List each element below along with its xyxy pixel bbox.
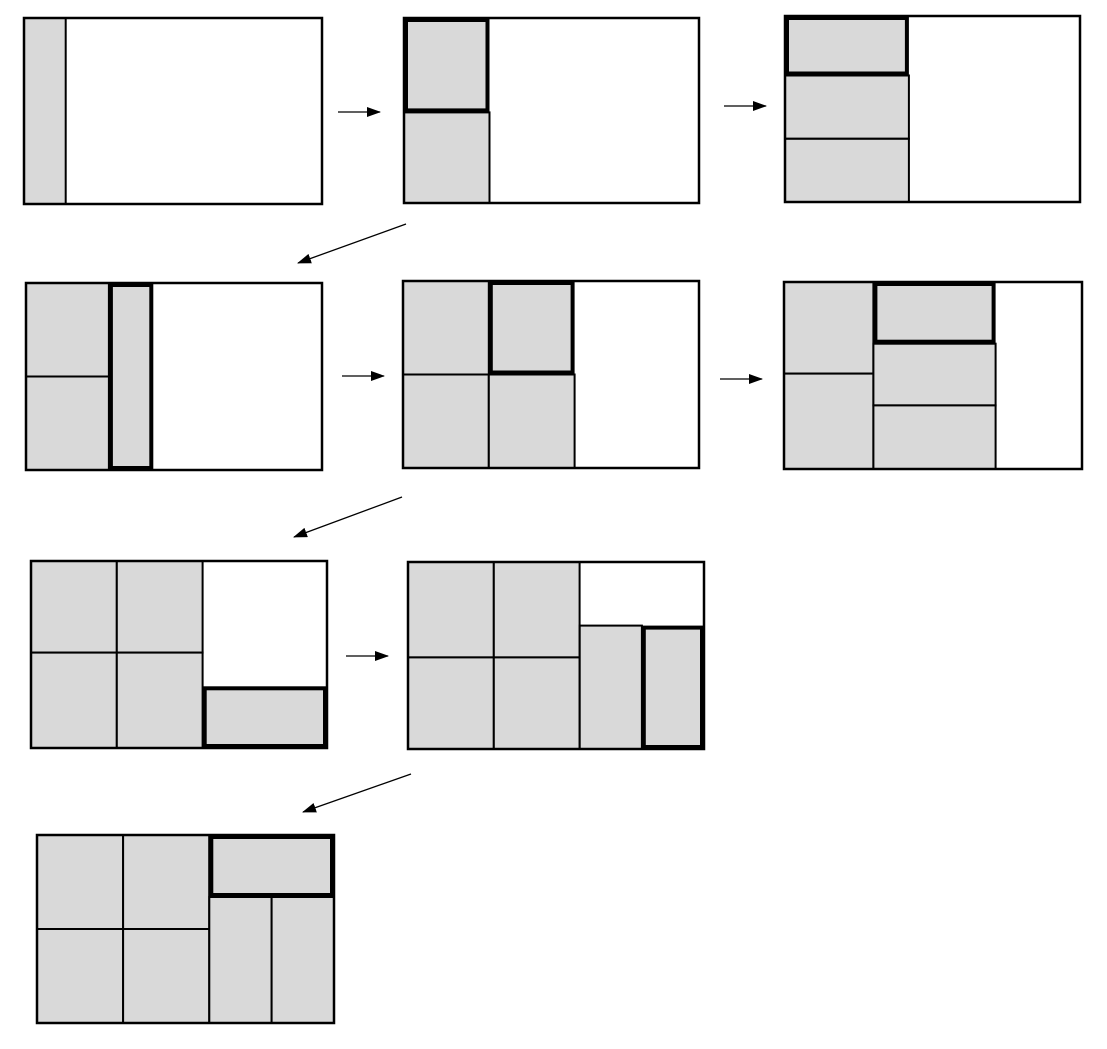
step-5-rect-r1 [402, 280, 490, 376]
step-6-rect-r4 [872, 342, 997, 407]
step-8-rect-r4 [492, 656, 581, 751]
step-7-frame [29, 559, 329, 750]
step-4-rect-r2 [25, 375, 110, 471]
step-8-panel [406, 560, 706, 751]
step-3-rect-r3 [784, 137, 910, 204]
step-2-panel [402, 16, 701, 205]
step-8-rect-r1 [407, 561, 495, 659]
step-3-frame [783, 14, 1082, 204]
arrows-layer [293, 101, 767, 813]
step-8-frame [406, 560, 706, 751]
step-6-rect-r5 [872, 404, 997, 470]
step-5-panel [401, 279, 701, 470]
step-5-rect-r4 [487, 373, 576, 469]
step-1-empty-area [24, 18, 322, 204]
step-6-panel [782, 280, 1084, 471]
step-8-rect-r3 [407, 656, 495, 751]
step-9-panel [35, 833, 336, 1025]
step-3-rect-r2 [784, 74, 910, 140]
step-7-rect-r2 [115, 560, 204, 654]
arrow-step-8-to-step-9 [302, 773, 412, 813]
step-6-rect-r2 [783, 372, 875, 471]
step-7-rect-r3 [30, 651, 118, 749]
step-2-rect-r1-highlighted [404, 18, 490, 113]
step-9-rect-r3 [36, 928, 125, 1024]
step-1-panel [22, 16, 324, 206]
step-4-panel [24, 281, 324, 472]
step-9-rect-r4 [122, 928, 211, 1024]
step-9-rect-r2 [122, 834, 211, 930]
step-5-rect-r3-highlighted [488, 281, 575, 375]
step-7-rect-r1 [30, 560, 118, 654]
step-3-rect-r1-highlighted [785, 16, 909, 76]
step-3-panel [783, 14, 1082, 204]
step-6-rect-r3-highlighted [873, 282, 996, 344]
step-1-rect-r1 [23, 17, 67, 205]
step-7-panel [29, 559, 329, 750]
step-9-rect-r7 [270, 896, 336, 1024]
step-4-rect-r3-highlighted [108, 283, 154, 470]
step-9-rect-r5-highlighted [209, 835, 334, 897]
step-6-rect-r1 [783, 281, 875, 375]
step-8-rect-r6-highlighted [641, 625, 704, 749]
step-4-frame [24, 281, 324, 472]
step-7-rect-r4 [115, 651, 204, 749]
step-7-rect-r5-highlighted [202, 686, 327, 748]
step-4-rect-r1 [25, 282, 110, 378]
arrow-step-6-to-step-7 [293, 496, 403, 538]
step-8-rect-r5 [578, 624, 643, 750]
step-9-rect-r6 [208, 896, 273, 1024]
step-2-rect-r2 [403, 111, 491, 204]
step-6-frame [782, 280, 1084, 471]
step-9-frame [35, 833, 336, 1025]
arrow-step-3-to-step-4 [297, 223, 407, 264]
step-1-frame [22, 16, 324, 206]
step-8-rect-r2 [492, 561, 581, 659]
panels-layer [22, 14, 1084, 1025]
step-5-rect-r2 [402, 373, 490, 469]
step-9-rect-r1 [36, 834, 125, 930]
